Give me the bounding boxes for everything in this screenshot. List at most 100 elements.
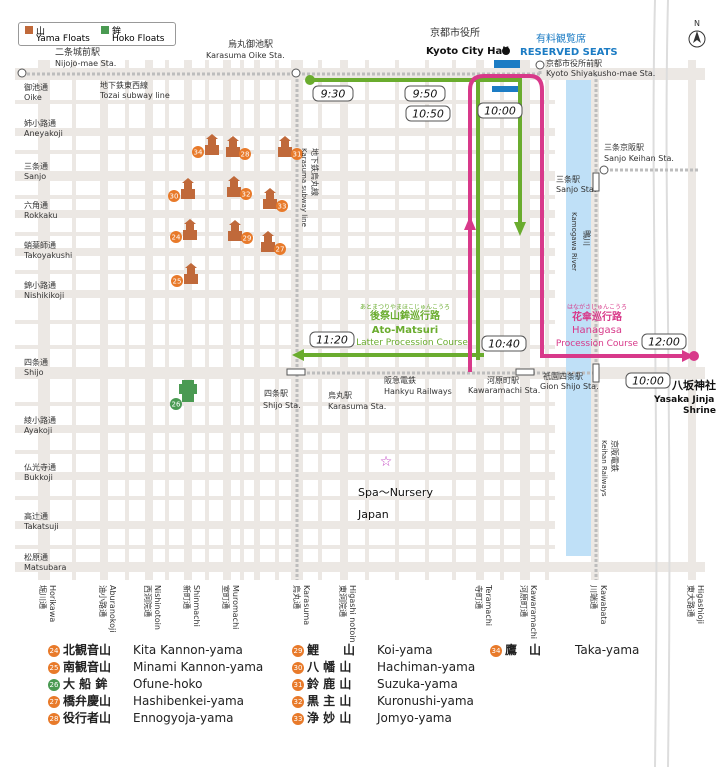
line-label-en: Hankyu Railways (384, 387, 452, 396)
float-number: 32 (242, 191, 251, 199)
nursery-star-icon: ☆ (380, 454, 393, 470)
reserved-seats-label-en: RESERVED SEATS (520, 47, 618, 58)
street-label-jp: 東洞院通 (338, 585, 348, 617)
yama-float-icon (263, 188, 277, 209)
float-name-jp: 八 幡 山 (307, 660, 352, 674)
street-label-en: Sanjo (24, 172, 46, 181)
station-label-en: Sanjo Sta. (556, 185, 596, 194)
street-label-en: Rokkaku (24, 211, 58, 220)
shrine-label-en: Shrine (683, 406, 716, 416)
north-label: N (694, 19, 700, 28)
float-name-en: Jomyo-yama (377, 711, 452, 725)
float-name-jp: 橋弁慶山 (63, 694, 112, 708)
hanagasa-course-arrow-up (464, 216, 476, 230)
yama-float-icon (278, 136, 292, 157)
nursery-label: Spa～Nursery (358, 486, 433, 499)
street-label-en: Teramachi (484, 584, 493, 626)
station-label-jp: 二条城前駅 (55, 46, 100, 58)
float-name-en: Kuronushi-yama (377, 694, 474, 708)
station-label-jp: 烏丸駅 (328, 390, 352, 400)
hanagasa-course-arrow-east (682, 350, 694, 362)
float-number: 27 (276, 246, 285, 254)
street-label-jp: 御池通 (24, 82, 48, 92)
float-number-badge (240, 188, 252, 200)
time-label: 10:40 (488, 338, 520, 351)
yama-float-icon (181, 178, 195, 199)
float-name-en: Suzuka-yama (377, 677, 458, 691)
time-label: 10:00 (484, 105, 516, 118)
line-label-en: Karasuma subway line (300, 148, 308, 227)
yama-float-icon (228, 220, 242, 241)
yama-float-icon (226, 136, 240, 157)
float-number-badge: 33 (292, 712, 304, 725)
city-hall-label-jp: 京都市役所 (430, 26, 480, 39)
station-label-en: Gion Shijo Sta. (540, 382, 599, 391)
nursery-label: Japan (357, 508, 389, 521)
street-label-jp: 蛸薬師通 (24, 240, 56, 250)
street-label-jp: 東大路通 (686, 585, 696, 617)
float-name-jp: 黒 主 山 (307, 694, 352, 708)
line-label-en: Keihan Railways (600, 440, 608, 497)
station-label-en: Karasuma Sta. (328, 402, 386, 411)
hanagasa-course-jp: 花傘巡行路 (572, 310, 623, 323)
latter-procession-course (300, 78, 522, 357)
yama-float-icon (183, 219, 197, 240)
float-number-badge: 29 (292, 644, 304, 657)
legend-box: 山 Yama Floats 鉾 Hoko Floats (18, 22, 176, 46)
float-number-badge: 34 (490, 644, 502, 657)
float-number: 30 (170, 193, 179, 201)
time-box (309, 331, 355, 348)
station-label-jp: 河原町駅 (487, 375, 519, 385)
hanagasa-course-en: Hanagasa (572, 325, 622, 336)
float-number: 28 (241, 151, 250, 159)
station-label-jp: 三条京阪駅 (604, 142, 644, 152)
float-number-badge (192, 146, 204, 158)
street-label-en: Kawaramachi (529, 585, 538, 639)
line-label-jp: 阪急電鉄 (384, 375, 416, 385)
street-label-jp: 烏丸通 (292, 585, 302, 609)
float-name-jp: 役行者山 (63, 711, 112, 725)
street-label-en: Karasuma (302, 585, 311, 625)
float-number-badge: 25 (48, 661, 60, 674)
street-label-en: Nishikikoji (24, 291, 64, 300)
float-number-badge: 32 (292, 695, 304, 708)
street-label-en: Bukkoji (24, 473, 53, 482)
float-number: 24 (172, 234, 181, 242)
street-label-en: Horikawa (48, 585, 57, 622)
float-number-badge: 27 (48, 695, 60, 708)
line-label-jp: 地下鉄烏丸線 (310, 148, 320, 196)
street-label-jp: 油小路通 (98, 585, 108, 617)
float-name-en: Ofune-hoko (133, 677, 203, 691)
float-number: 34 (194, 149, 203, 157)
street-label-jp: 河原町通 (519, 585, 529, 617)
time-label: 9:50 (413, 88, 438, 101)
latter-course-en: Latter Procession Course (356, 338, 468, 348)
float-number-badge (170, 231, 182, 243)
float-number-badge (168, 190, 180, 202)
street-label-jp: 六角通 (24, 200, 48, 210)
street-label-jp: 錦小路通 (24, 280, 56, 290)
float-number: 31 (293, 151, 302, 159)
station-label-jp: 三条駅 (556, 174, 580, 184)
line-label-jp: 京阪電鉄 (610, 440, 620, 472)
street-label-jp: 寺町通 (474, 585, 484, 609)
shrine-label-jp: 八坂神社 (671, 378, 716, 392)
shrine-label-en: Yasaka Jinja (653, 395, 714, 405)
latter-course-start (305, 75, 315, 85)
float-number-badge: 24 (48, 644, 60, 657)
street-label-en: Kawabata (599, 585, 608, 625)
hanagasa-procession-course (468, 74, 694, 362)
float-number-badge (276, 200, 288, 212)
station-label-en: Kawaramachi Sta. (468, 386, 540, 395)
time-label: 9:30 (321, 88, 346, 101)
float-name-en: Koi-yama (377, 643, 433, 657)
float-number: 29 (243, 235, 252, 243)
float-number-badge (239, 148, 251, 160)
float-name-jp: 南観音山 (63, 660, 112, 674)
station-label-en: Shijo Sta. (263, 401, 301, 410)
